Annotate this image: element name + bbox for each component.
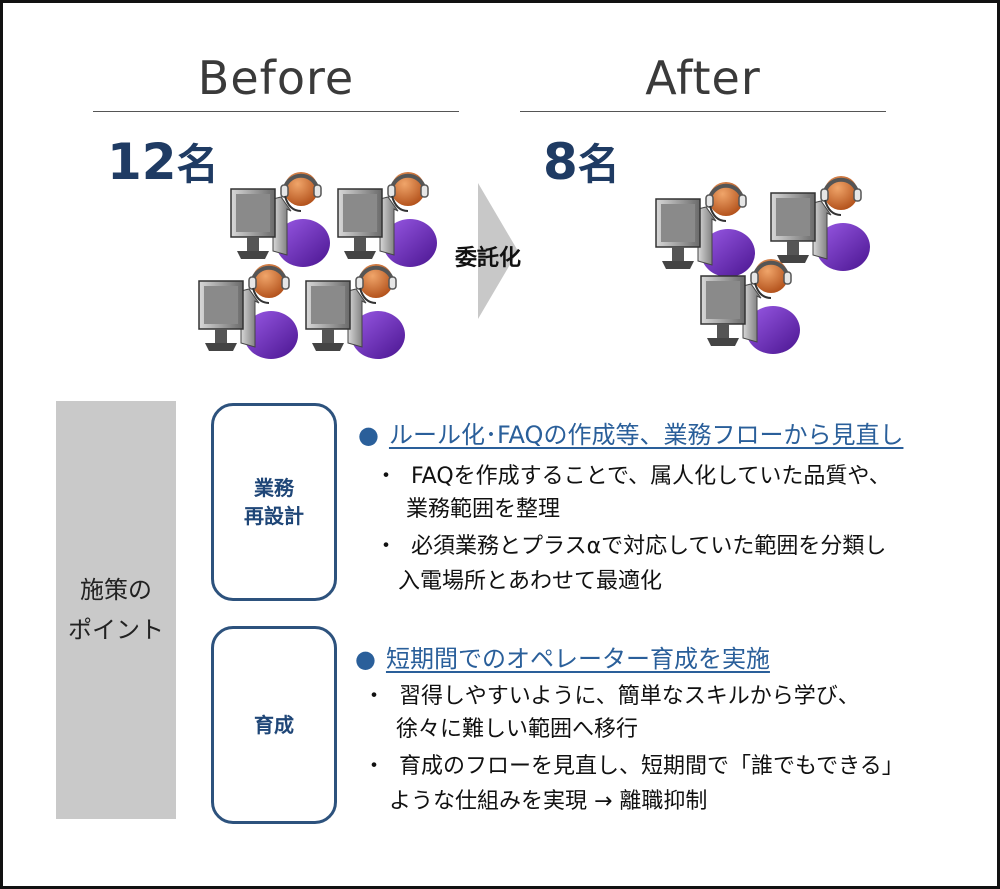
circle-bullet-icon: ● bbox=[358, 421, 379, 449]
before-count: 12名 bbox=[107, 131, 219, 192]
bullet-marker: ・ bbox=[375, 464, 398, 489]
bullet-marker: ・ bbox=[363, 754, 386, 779]
section-title-training: ● 短期間でのオペレーター育成を実施 bbox=[355, 639, 770, 674]
bullet-item: ・ 必須業務とプラスαで対応していた範囲を分類し bbox=[375, 528, 886, 560]
bullet-marker: ・ bbox=[375, 534, 398, 559]
after-count-number: 8 bbox=[543, 133, 578, 191]
chevron-right-arrow-icon bbox=[478, 183, 518, 319]
after-heading: After bbox=[645, 51, 761, 105]
category-box-redesign: 業務 再設計 bbox=[211, 403, 337, 601]
call-center-operator-icon bbox=[699, 257, 802, 356]
bullet-continuation: 入電場所とあわせて最適化 bbox=[398, 569, 663, 594]
bullet-continuation: 徐々に難しい範囲へ移行 bbox=[396, 717, 639, 742]
category-box-training: 育成 bbox=[211, 626, 337, 824]
bullet-text: 必須業務とプラスαで対応していた範囲を分類し bbox=[411, 534, 887, 559]
points-label-box: 施策の ポイント bbox=[56, 401, 176, 819]
section-title-text: ルール化･FAQの作成等、業務フローから見直し bbox=[388, 421, 904, 449]
bullet-text: 育成のフローを見直し、短期間で「誰でもできる」 bbox=[399, 754, 904, 779]
before-heading: Before bbox=[197, 51, 355, 105]
bullet-text: 習得しやすいように、簡単なスキルから学び、 bbox=[399, 684, 860, 709]
bullet-text: FAQを作成することで、属人化していた品質や、 bbox=[411, 464, 891, 489]
bullet-marker: ・ bbox=[363, 684, 386, 709]
after-count: 8名 bbox=[543, 131, 620, 192]
section-title-text: 短期間でのオペレーター育成を実施 bbox=[385, 645, 770, 673]
bullet-item: ・ FAQを作成することで、属人化していた品質や、 bbox=[375, 458, 891, 490]
points-label: 施策の ポイント bbox=[68, 570, 164, 650]
after-divider bbox=[520, 111, 886, 112]
bullet-item: ・ 習得しやすいように、簡単なスキルから学び、 bbox=[363, 678, 860, 710]
category-label-line1: 業務 bbox=[254, 476, 294, 500]
bullet-continuation: 業務範囲を整理 bbox=[406, 497, 561, 522]
points-label-line2: ポイント bbox=[68, 616, 164, 644]
circle-bullet-icon: ● bbox=[355, 645, 376, 673]
category-label-line2: 再設計 bbox=[244, 504, 304, 528]
call-center-operator-icon bbox=[304, 262, 407, 361]
points-label-line1: 施策の bbox=[80, 576, 152, 604]
category-label-line1: 育成 bbox=[254, 713, 294, 737]
bullet-item: ・ 育成のフローを見直し、短期間で「誰でもできる」 bbox=[363, 748, 904, 780]
before-count-number: 12 bbox=[107, 133, 177, 191]
before-count-unit: 名 bbox=[176, 140, 219, 189]
transition-label: 委託化 bbox=[455, 246, 522, 271]
bullet-continuation: ような仕組みを実現 → 離職抑制 bbox=[389, 789, 708, 814]
after-count-unit: 名 bbox=[577, 140, 620, 189]
section-title-redesign: ● ルール化･FAQの作成等、業務フローから見直し bbox=[358, 415, 903, 450]
before-divider bbox=[93, 111, 459, 112]
